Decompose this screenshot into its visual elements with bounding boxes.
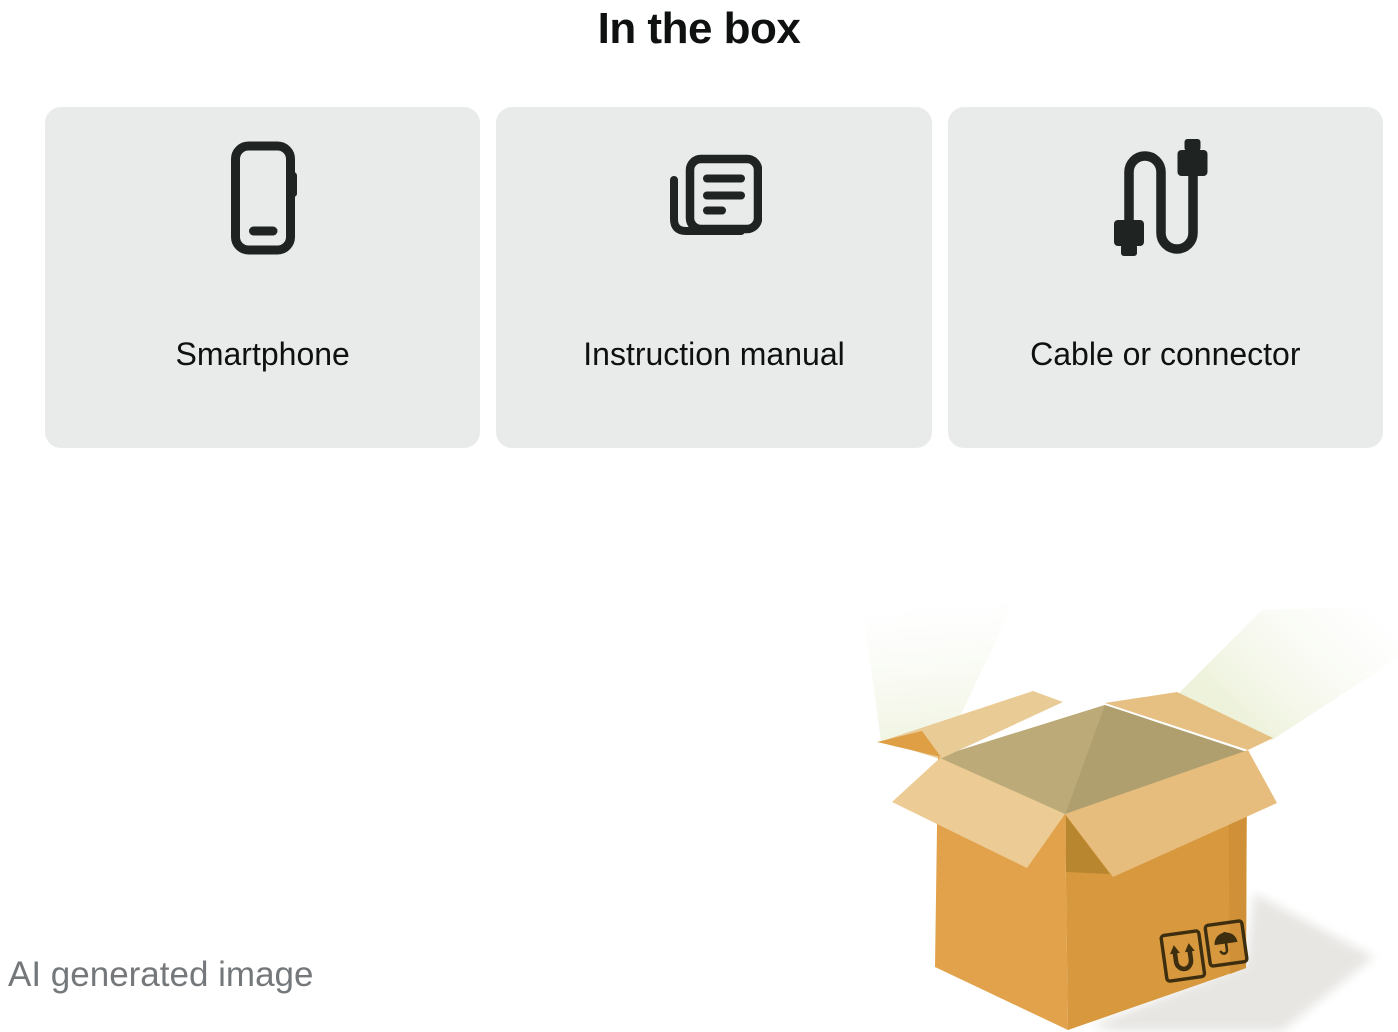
card-cable-or-connector: Cable or connector [947,107,1383,448]
card-row: Smartphone Instruction manual [45,107,1383,448]
box-back-right-flap [1105,692,1273,750]
card-label: Cable or connector [1030,336,1301,372]
instruction-manual-icon [666,137,762,263]
open-box-illustration [862,602,1398,1031]
this-way-up-icon [1159,929,1207,983]
box-flap-tip [877,731,941,757]
light-ray-right [1178,606,1398,740]
card-label: Instruction manual [583,336,845,372]
light-ray-left [862,602,1014,757]
keep-dry-icon [1203,919,1249,968]
box-front-right-flap [1065,750,1277,877]
cable-icon [1113,137,1217,263]
page-title: In the box [597,4,801,53]
box-shadow [1090,893,1374,1031]
card-label: Smartphone [175,336,350,372]
box-front-left-flap [892,758,1065,868]
smartphone-icon [228,137,298,263]
ai-watermark: AI generated image [8,955,314,994]
card-instruction-manual: Instruction manual [496,107,932,448]
card-smartphone: Smartphone [45,107,481,448]
